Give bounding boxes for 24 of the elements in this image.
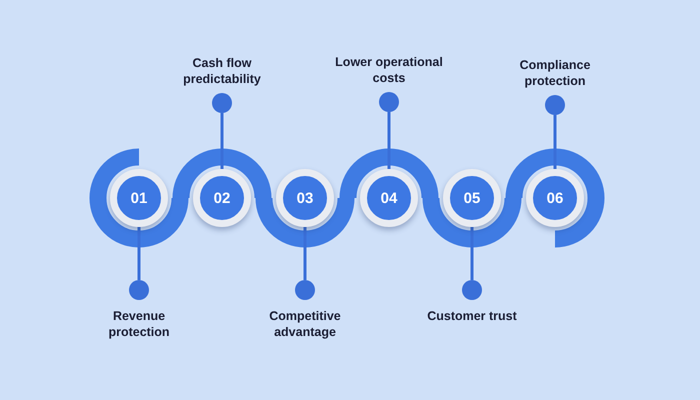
step-label: Competitive advantage bbox=[268, 308, 342, 340]
pin-dot bbox=[295, 280, 315, 300]
connector-line bbox=[220, 113, 224, 169]
connector-line bbox=[470, 227, 474, 280]
connector-line bbox=[138, 227, 140, 280]
connector-line bbox=[388, 112, 390, 169]
step-label: Customer trust bbox=[426, 308, 518, 324]
step-label: Lower operational costs bbox=[334, 54, 444, 86]
step-circle: 01 bbox=[110, 169, 168, 227]
pin-dot bbox=[379, 92, 399, 112]
step-circle: 03 bbox=[276, 169, 334, 227]
connector-line bbox=[554, 115, 556, 169]
step-label: Compliance protection bbox=[518, 57, 592, 89]
step-circle: 04 bbox=[360, 169, 418, 227]
connector-line bbox=[304, 227, 306, 280]
pin-dot bbox=[545, 95, 565, 115]
pin-dot bbox=[462, 280, 482, 300]
step-circle: 05 bbox=[443, 169, 501, 227]
pin-dot bbox=[129, 280, 149, 300]
step-label: Revenue protection bbox=[107, 308, 171, 340]
step-label: Cash flow predictability bbox=[182, 55, 262, 87]
step-circle: 02 bbox=[193, 169, 251, 227]
step-circle: 06 bbox=[526, 169, 584, 227]
pin-dot bbox=[212, 93, 232, 113]
